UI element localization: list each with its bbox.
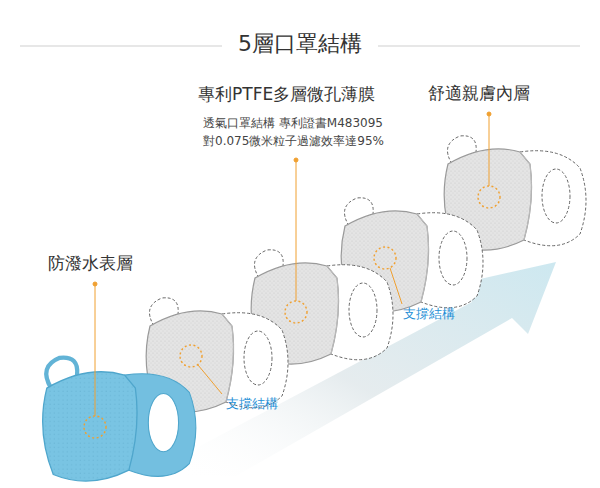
support-label: 支撐結構 — [403, 306, 455, 322]
leader-dot — [487, 112, 491, 116]
callout-label: 舒適親膚內層 — [428, 83, 530, 103]
note-text: 透氣口罩結構 專利證書M483095 — [203, 116, 383, 130]
marker-circle — [180, 345, 202, 367]
leader-line — [489, 114, 490, 186]
note-text: 對0.075微米粒子過濾效率達95% — [203, 134, 384, 148]
marker-circle — [84, 416, 106, 438]
leader-line — [390, 268, 402, 304]
marker-circle — [478, 186, 500, 208]
callout-label: 專利PTFE多層微孔薄膜 — [198, 84, 375, 104]
leader-line — [198, 365, 222, 394]
leader-dot — [93, 282, 97, 286]
leader-line — [95, 284, 96, 416]
title-rule — [378, 46, 580, 47]
leader-dot — [294, 158, 298, 162]
outer-layer — [43, 358, 196, 481]
title-rule — [20, 46, 222, 47]
leader-line — [296, 160, 297, 301]
diagram-title: 5層口罩結構 — [238, 31, 362, 57]
callout-label: 防潑水表層 — [48, 253, 133, 273]
support-label: 支撐結構 — [226, 396, 278, 412]
marker-circle — [374, 247, 396, 269]
marker-circle — [285, 301, 307, 323]
